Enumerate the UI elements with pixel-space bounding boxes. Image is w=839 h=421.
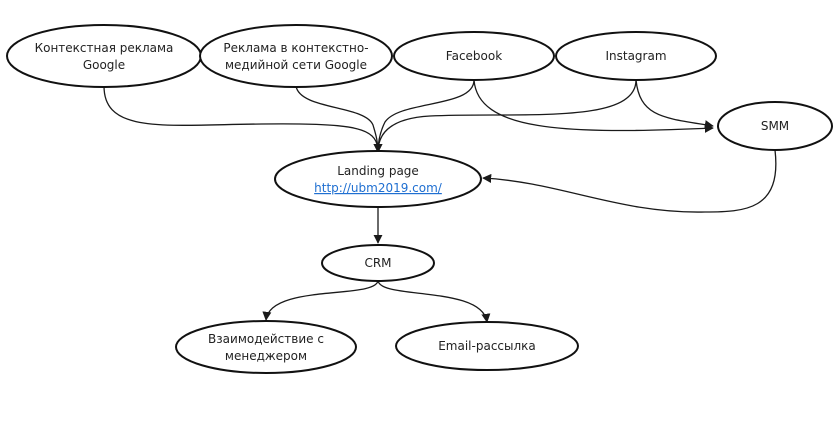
node-crm-label: CRM [364, 256, 391, 270]
node-facebook-label: Facebook [446, 49, 502, 63]
node-google-display-line-1: Реклама в контекстно- [223, 41, 368, 55]
edge-instagram-to-smm [635, 79, 714, 130]
node-google-ads-line-2: Google [83, 58, 125, 72]
node-manager: Взаимодействие с менеджером [175, 320, 357, 374]
edge-facebook-to-landing [373, 79, 475, 153]
node-manager-line-2: менеджером [225, 349, 307, 363]
node-smm: SMM [717, 101, 833, 151]
node-facebook: Facebook [393, 31, 555, 81]
node-email: Email-рассылка [395, 321, 579, 371]
node-landing-page-title: Landing page [337, 164, 419, 178]
edge-facebook-to-smm [473, 79, 714, 133]
edge-google-ads-to-landing [103, 85, 383, 153]
node-smm-label: SMM [761, 119, 789, 133]
edge-smm-to-landing [482, 149, 777, 213]
node-google-display-line-2: медийной сети Google [225, 58, 367, 72]
edges [103, 79, 777, 323]
node-crm: CRM [321, 244, 435, 282]
edge-instagram-to-landing [373, 79, 637, 153]
node-google-ads-line-1: Контекстная реклама [35, 41, 174, 55]
edge-crm-to-email [377, 279, 491, 323]
node-google-ads: Контекстная реклама Google [6, 24, 202, 88]
node-landing-page: Landing page http://ubm2019.com/ [274, 150, 482, 208]
edge-google-display-to-landing [295, 85, 383, 153]
node-instagram: Instagram [555, 31, 717, 81]
node-google-display: Реклама в контекстно- медийной сети Goog… [199, 24, 393, 88]
node-instagram-label: Instagram [605, 49, 666, 63]
edge-crm-to-manager [262, 279, 379, 321]
node-email-label: Email-рассылка [438, 339, 536, 353]
landing-page-link[interactable]: http://ubm2019.com/ [314, 181, 443, 195]
node-manager-line-1: Взаимодействие с [208, 332, 324, 346]
